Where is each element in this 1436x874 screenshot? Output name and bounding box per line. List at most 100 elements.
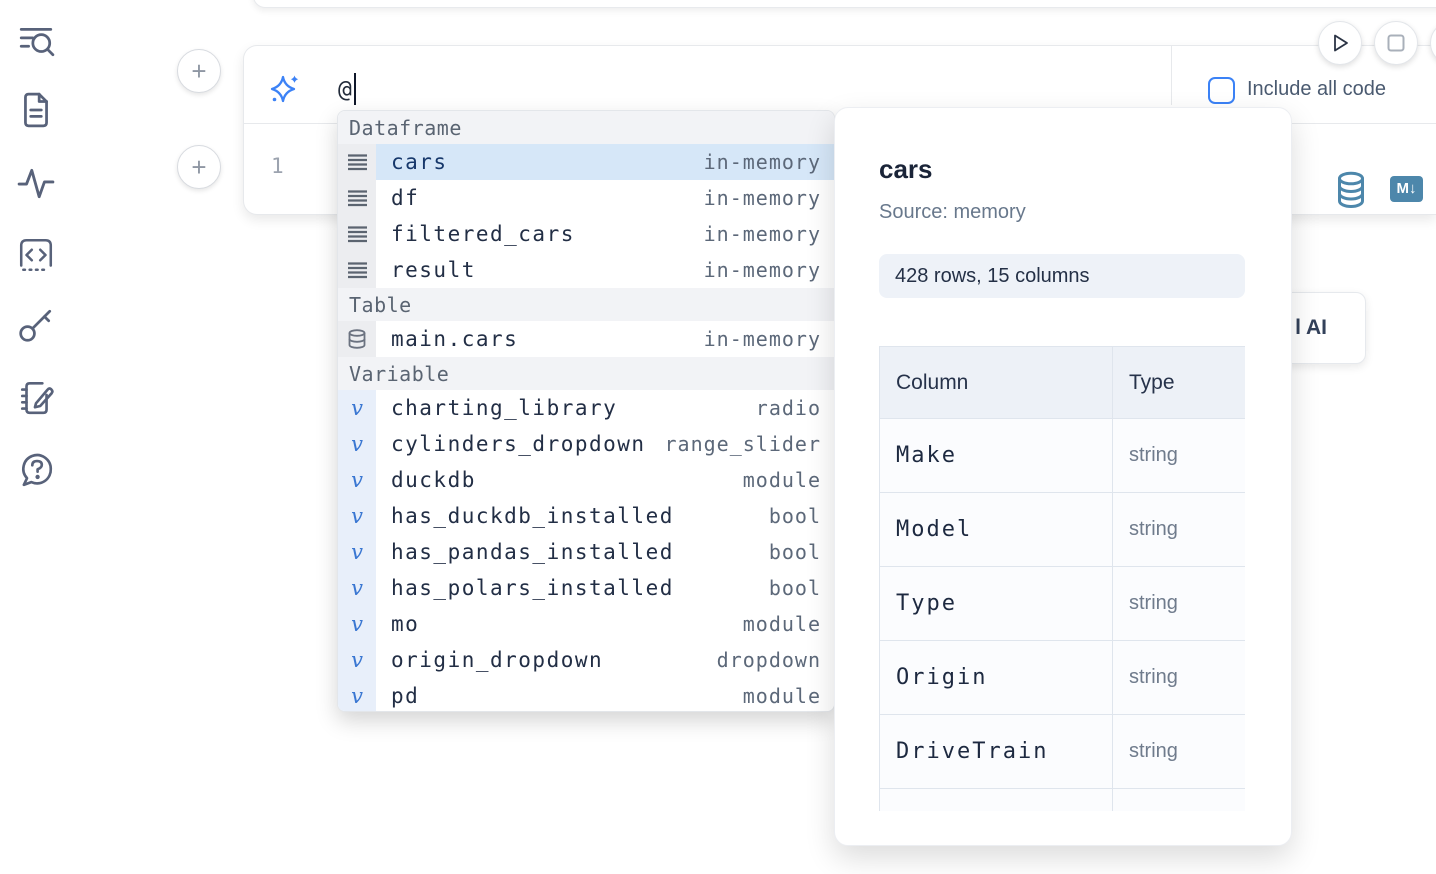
item-type: in-memory [703, 327, 821, 351]
item-name: filtered_cars [391, 222, 575, 246]
item-type: bool [768, 576, 821, 600]
activity-icon[interactable] [17, 164, 55, 202]
key-icon[interactable] [17, 306, 55, 344]
include-all-code-checkbox[interactable] [1208, 77, 1235, 104]
item-type: bool [768, 540, 821, 564]
schema-row-type: Type string [879, 566, 1245, 641]
item-type: module [742, 468, 821, 492]
schema-row-drivetrain: DriveTrain string [879, 714, 1245, 789]
section-header-variable: Variable [338, 357, 834, 390]
line-number: 1 [271, 154, 284, 178]
autocomplete-item-main-cars[interactable]: main.cars in-memory [338, 321, 834, 357]
schema-row-make: Make string [879, 418, 1245, 493]
dataframe-icon [338, 252, 376, 288]
autocomplete-item-has-duckdb-installed[interactable]: v has_duckdb_installed bool [338, 498, 834, 534]
item-name: cars [391, 150, 448, 174]
variable-icon: v [338, 642, 376, 678]
item-name: charting_library [391, 396, 618, 420]
table-of-contents-search-icon[interactable] [17, 22, 55, 60]
dataframe-icon [338, 144, 376, 180]
item-type: in-memory [703, 150, 821, 174]
item-name: has_pandas_installed [391, 540, 674, 564]
variable-icon: v [338, 462, 376, 498]
autocomplete-dropdown: Dataframe cars in-memory df in-memory [337, 110, 835, 712]
stop-icon [1387, 34, 1405, 52]
autocomplete-item-df[interactable]: df in-memory [338, 180, 834, 216]
add-cell-below-button[interactable]: + [177, 145, 221, 189]
autocomplete-item-mo[interactable]: v mo module [338, 606, 834, 642]
help-chat-icon[interactable] [17, 450, 55, 488]
variable-icon: v [338, 534, 376, 570]
item-name: main.cars [391, 327, 519, 351]
item-type: in-memory [703, 258, 821, 282]
item-name: df [391, 186, 420, 210]
database-icon [338, 321, 376, 357]
item-name: mo [391, 612, 420, 636]
item-name: pd [391, 684, 420, 708]
item-type: radio [755, 396, 821, 420]
autocomplete-item-result[interactable]: result in-memory [338, 252, 834, 288]
column-header: Column [879, 346, 1113, 419]
autocomplete-item-filtered-cars[interactable]: filtered_cars in-memory [338, 216, 834, 252]
item-type: module [742, 612, 821, 636]
item-type: dropdown [716, 648, 821, 672]
autocomplete-item-cars[interactable]: cars in-memory [338, 144, 834, 180]
variable-icon: v [338, 426, 376, 462]
code-snippets-icon[interactable] [17, 236, 55, 274]
sparkles-icon [269, 74, 301, 106]
run-cell-button[interactable] [1318, 21, 1362, 65]
add-cell-above-button[interactable]: + [177, 49, 221, 93]
item-name: has_duckdb_installed [391, 504, 674, 528]
item-type: module [742, 684, 821, 708]
text-cursor [354, 73, 356, 105]
type-header: Type [1112, 346, 1245, 419]
item-name: result [391, 258, 476, 282]
type-cell: string [1112, 640, 1245, 715]
schema-table-container: Column Type Make string Model string Typ… [879, 346, 1245, 811]
column-cell: Make [879, 418, 1113, 493]
item-type: in-memory [703, 186, 821, 210]
item-name: origin_dropdown [391, 648, 604, 672]
column-cell: Origin [879, 640, 1113, 715]
item-name: cylinders_dropdown [391, 432, 646, 456]
column-cell [879, 788, 1113, 811]
variable-icon: v [338, 678, 376, 711]
column-cell: Model [879, 492, 1113, 567]
type-cell: string [1112, 714, 1245, 789]
convert-to-markdown-icon[interactable]: M↓ [1390, 176, 1423, 202]
autocomplete-item-has-pandas-installed[interactable]: v has_pandas_installed bool [338, 534, 834, 570]
document-icon[interactable] [17, 91, 55, 129]
schema-table: Column Type Make string Model string Typ… [879, 346, 1245, 811]
ai-row-divider [1171, 46, 1172, 105]
stop-cell-button[interactable] [1374, 21, 1418, 65]
column-cell: DriveTrain [879, 714, 1113, 789]
autocomplete-item-duckdb[interactable]: v duckdb module [338, 462, 834, 498]
autocomplete-item-origin-dropdown[interactable]: v origin_dropdown dropdown [338, 642, 834, 678]
item-type: in-memory [703, 222, 821, 246]
include-all-code-label[interactable]: Include all code [1247, 78, 1386, 100]
play-icon [1334, 34, 1348, 52]
schema-row-clipped [879, 788, 1245, 811]
autocomplete-item-pd[interactable]: v pd module [338, 678, 834, 711]
dataframe-icon [338, 216, 376, 252]
item-name: duckdb [391, 468, 476, 492]
variable-icon: v [338, 390, 376, 426]
variable-icon: v [338, 606, 376, 642]
variable-icon: v [338, 570, 376, 606]
convert-to-sql-database-icon[interactable] [1337, 171, 1365, 209]
scratchpad-icon[interactable] [17, 378, 55, 416]
type-cell: string [1112, 492, 1245, 567]
ai-prompt-input[interactable]: @ [338, 77, 352, 103]
type-cell: string [1112, 566, 1245, 641]
autocomplete-item-cylinders-dropdown[interactable]: v cylinders_dropdown range_slider [338, 426, 834, 462]
autocomplete-item-has-polars-installed[interactable]: v has_polars_installed bool [338, 570, 834, 606]
section-header-table: Table [338, 288, 834, 321]
shape-badge: 428 rows, 15 columns [879, 254, 1245, 298]
type-cell [1112, 788, 1245, 811]
variable-icon: v [338, 498, 376, 534]
type-cell: string [1112, 418, 1245, 493]
item-type: range_slider [664, 432, 821, 456]
schema-row-model: Model string [879, 492, 1245, 567]
autocomplete-item-charting-library[interactable]: v charting_library radio [338, 390, 834, 426]
